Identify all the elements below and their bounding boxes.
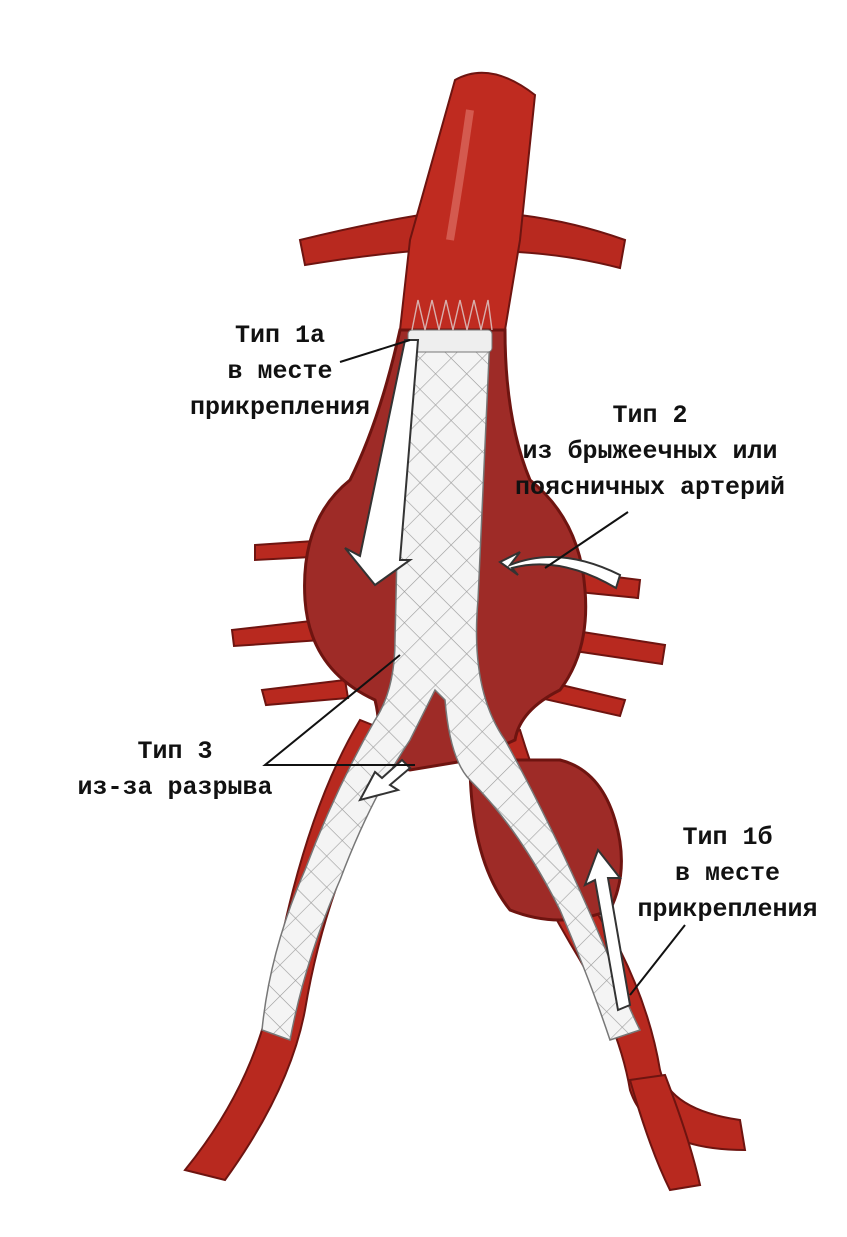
label-type1b-line2: в месте xyxy=(674,859,781,888)
label-type1a-title: Тип 1а xyxy=(234,321,325,350)
arrow-type1a xyxy=(344,339,420,587)
label-type1b-title: Тип 1б xyxy=(682,823,773,852)
label-type1a-line3: прикрепления xyxy=(189,393,371,422)
label-type1b-line3: прикрепления xyxy=(637,895,818,924)
pointer-lines xyxy=(262,339,686,996)
stent-graft xyxy=(261,299,642,1042)
label-type3-line2: из-за разрыва xyxy=(77,773,273,802)
leak-arrows xyxy=(344,339,632,1012)
label-type2: Тип 2 из брыжеечных или поясничных артер… xyxy=(460,398,840,506)
label-type3: Тип 3 из-за разрыва xyxy=(30,734,320,806)
label-type2-title: Тип 2 xyxy=(612,401,688,430)
label-type3-title: Тип 3 xyxy=(137,737,213,766)
arrow-type1b xyxy=(583,847,632,1012)
label-type1a-line2: в месте xyxy=(227,357,333,386)
label-type2-line3: поясничных артерий xyxy=(514,473,786,502)
arrow-type3 xyxy=(358,758,412,802)
label-type1b: Тип 1б в месте прикрепления xyxy=(610,820,845,928)
renal-arteries xyxy=(298,213,627,270)
label-type2-line2: из брыжеечных или xyxy=(522,437,778,466)
arrow-type2 xyxy=(498,551,622,590)
label-type1a: Тип 1а в месте прикрепления xyxy=(150,318,410,426)
